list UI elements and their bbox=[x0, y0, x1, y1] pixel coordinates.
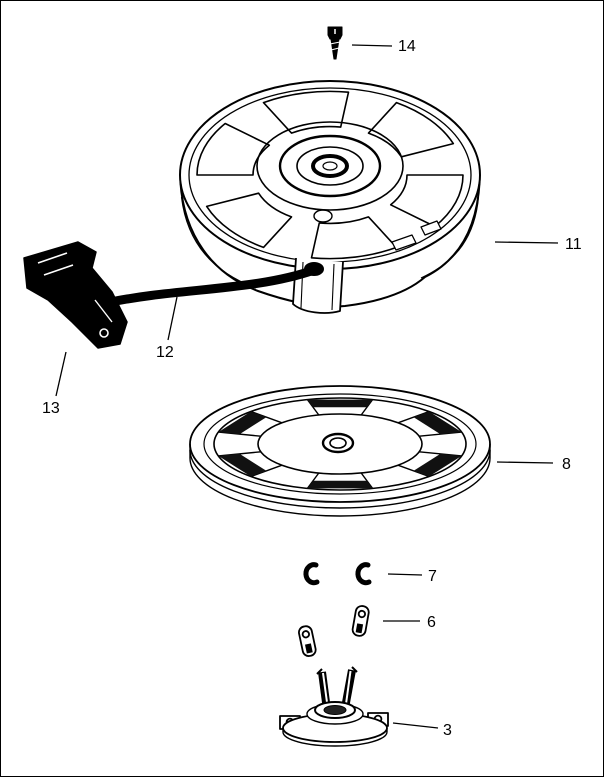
part-starter-rope bbox=[101, 265, 319, 308]
housing-hub bbox=[256, 121, 404, 211]
pulley-blade-ring bbox=[213, 397, 467, 491]
callout-label-12: 12 bbox=[156, 344, 174, 361]
pulley-groove bbox=[203, 393, 477, 495]
callout-14-line bbox=[351, 44, 393, 47]
pawl bbox=[298, 625, 317, 657]
part-pawls bbox=[298, 605, 370, 657]
housing-vent bbox=[420, 220, 442, 236]
callout-label-11: 11 bbox=[565, 236, 582, 253]
pulley-hub bbox=[321, 432, 355, 454]
callout-leader-lines bbox=[55, 44, 559, 729]
housing-vent bbox=[391, 234, 417, 251]
starter-handle-grip bbox=[23, 241, 128, 349]
callout-label-14: 14 bbox=[398, 38, 416, 55]
callout-8-line bbox=[496, 461, 554, 464]
callout-label-7: 7 bbox=[428, 568, 437, 585]
part-pulley bbox=[189, 385, 491, 517]
part-starter-cup bbox=[279, 666, 389, 747]
callout-label-3: 3 bbox=[443, 722, 452, 739]
callout-label-8: 8 bbox=[562, 456, 571, 473]
part-starter-handle bbox=[23, 241, 128, 349]
pawl-spring bbox=[303, 562, 320, 586]
starter-rope bbox=[101, 265, 319, 308]
pulley-hub-hole bbox=[329, 437, 347, 449]
part-recoil-housing bbox=[179, 80, 481, 314]
callout-12-line bbox=[167, 296, 178, 341]
housing-spoke-windows bbox=[196, 90, 464, 260]
callout-label-6: 6 bbox=[427, 614, 436, 631]
housing-top-slot bbox=[313, 209, 333, 223]
callout-11-line bbox=[494, 241, 559, 244]
callout-label-13: 13 bbox=[42, 400, 60, 417]
pulley-blade-shadows bbox=[218, 399, 462, 489]
callout-13-line bbox=[55, 351, 67, 397]
part-screw bbox=[327, 26, 343, 60]
callout-7-line bbox=[387, 573, 423, 576]
callout-3-line bbox=[392, 722, 439, 729]
part-pawl-springs bbox=[303, 562, 372, 586]
pawl-spring bbox=[355, 562, 372, 586]
pawl bbox=[351, 605, 370, 637]
